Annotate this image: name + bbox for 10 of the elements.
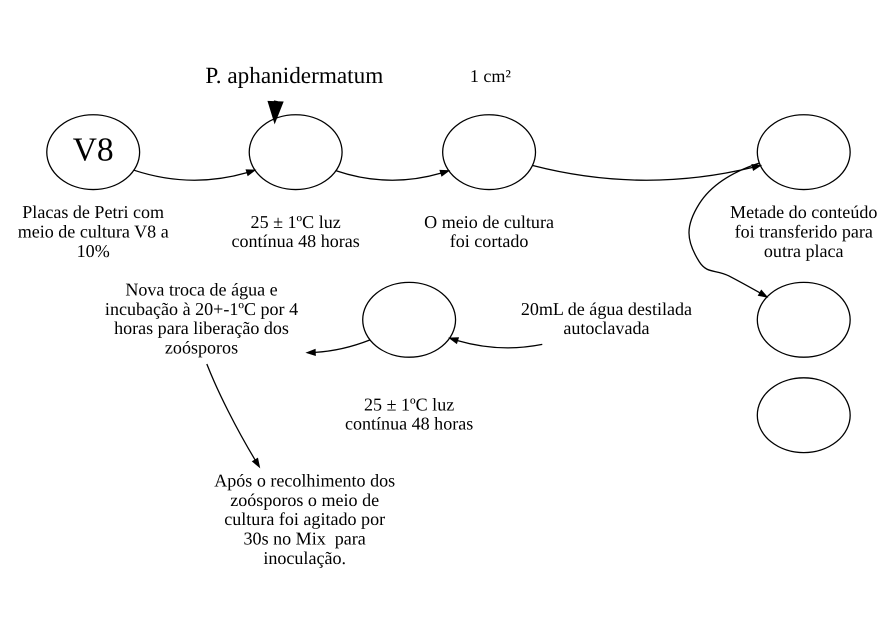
node-label: 25 ± 1ºC luz contínua 48 horas — [344, 394, 474, 434]
node-text: Após o recolhimento dos zoósporos o meio de cultura foi agitado por 30s no Mix para inoculação. — [214, 470, 396, 568]
label: 1 cm² — [470, 66, 511, 86]
node-text: P. aphanidermatum — [205, 63, 384, 90]
node-label: 25 ± 1ºC luz contínua 48 horas — [232, 212, 360, 252]
node-text: 20mL de água destilada autoclavada — [520, 298, 692, 338]
node-label: O meio de cultura foi cortado — [424, 212, 554, 252]
node-label: Metade do conteúdo foi transferido para outra placa — [730, 202, 878, 261]
node-label: Placas de Petri com meio de cultura V8 a 10% — [18, 202, 169, 261]
node-text: Nova troca de água e incubação à 20+-1ºC por 4 horas para liberação dos zoósporos — [104, 280, 298, 358]
